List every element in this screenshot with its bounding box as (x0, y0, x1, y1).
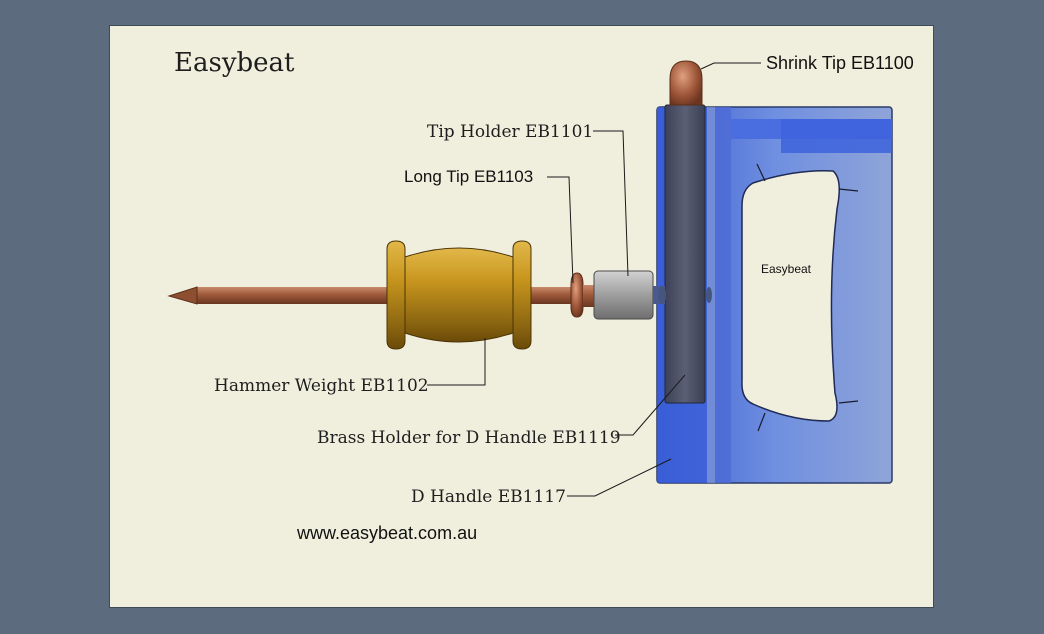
leader-long-tip (547, 176, 574, 284)
tip-holder (593, 270, 712, 320)
label-shrink-tip: Shrink Tip EB1100 (766, 53, 914, 73)
label-d-handle: D Handle EB1117 (411, 487, 566, 507)
diagram-panel: Easybeat Easybeat Shrink Tip EB1100 Tip … (109, 25, 934, 608)
leader-hammer-weight (427, 338, 486, 386)
handle-brand-text: Easybeat (761, 262, 812, 276)
leader-d-handle (567, 458, 672, 497)
label-hammer-weight: Hammer Weight EB1102 (214, 376, 429, 396)
label-tip-holder: Tip Holder EB1101 (427, 122, 593, 142)
hammer-weight (386, 240, 532, 350)
leader-brass-holder (615, 374, 686, 436)
label-long-tip: Long Tip EB1103 (404, 167, 533, 186)
shrink-tip (669, 60, 703, 106)
website-url: www.easybeat.com.au (296, 523, 477, 543)
exploded-diagram: Easybeat Easybeat Shrink Tip EB1100 Tip … (167, 48, 914, 543)
brand-title: Easybeat (174, 48, 295, 78)
leader-shrink-tip (700, 62, 761, 70)
label-brass-holder: Brass Holder for D Handle EB1119 (317, 428, 621, 448)
brass-holder (664, 104, 706, 404)
leader-tip-holder (593, 130, 629, 277)
